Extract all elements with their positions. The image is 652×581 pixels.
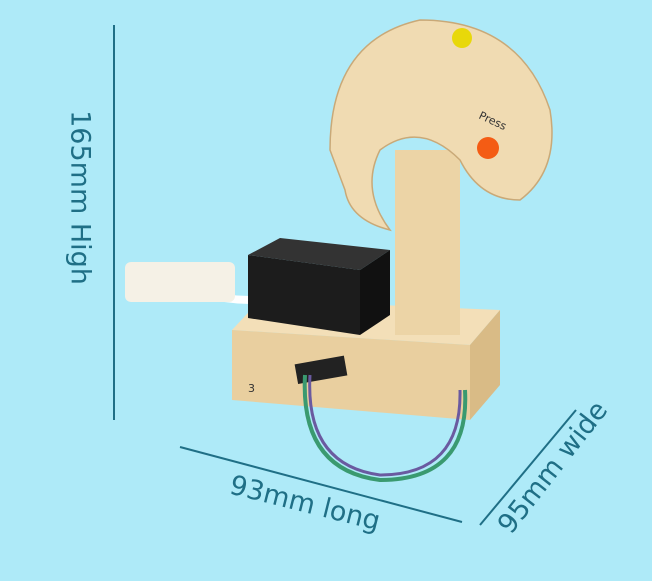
water-pump	[125, 262, 235, 302]
pillar	[395, 150, 460, 335]
orange-button	[477, 137, 499, 159]
sensor-board	[294, 355, 348, 385]
dolphin-panel	[329, 19, 553, 232]
yellow-led	[452, 28, 472, 48]
toy-model: 3 Press	[125, 19, 553, 483]
panel-number: 3	[248, 382, 255, 395]
height-label: 165mm High	[64, 110, 96, 285]
battery-box	[248, 255, 360, 335]
length-line	[179, 446, 463, 523]
width-line	[479, 409, 577, 526]
base-box	[232, 330, 470, 420]
dimension-lines	[113, 25, 577, 526]
